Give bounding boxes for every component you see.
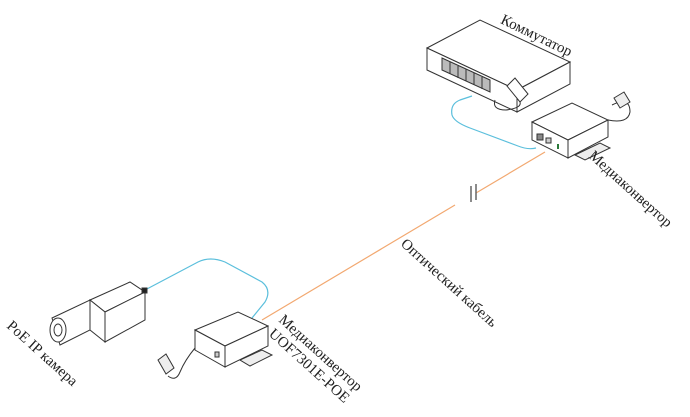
camera-device xyxy=(49,281,148,346)
media-converter-bottom-device xyxy=(157,311,274,379)
ethernet-cable-camera xyxy=(144,258,269,319)
switch-ports xyxy=(441,57,491,93)
switch-device xyxy=(425,19,572,113)
fiber-cable xyxy=(261,151,546,321)
power-adapter xyxy=(506,77,529,103)
power-adapter xyxy=(613,91,631,109)
media-converter-top-device xyxy=(530,91,631,161)
ethernet-cable-switch xyxy=(451,95,537,150)
power-adapter xyxy=(157,353,175,375)
